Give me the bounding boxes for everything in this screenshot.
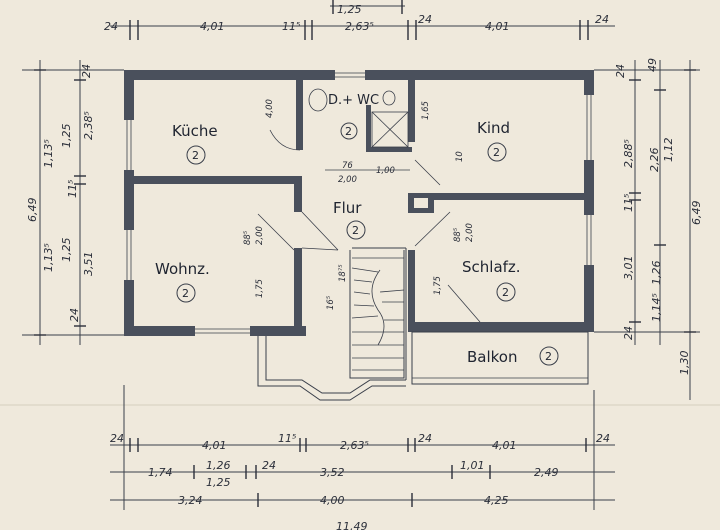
dim-int-10: 18⁷⁵ bbox=[338, 264, 348, 282]
dim-int-2: 1,65 bbox=[421, 101, 431, 120]
room-wc-name: D.+ WC bbox=[328, 93, 379, 108]
dim-top-partial: 1,25 bbox=[337, 3, 362, 16]
dim-bot2-2: 1,26 bbox=[206, 459, 231, 472]
dim-left-8: 3,51 bbox=[82, 252, 95, 277]
dim-int-4: 76 bbox=[342, 161, 353, 171]
dim-right-10: 24 bbox=[622, 326, 635, 340]
bottom-dimension-chains: 24 4,01 11⁵ 2,63⁵ 24 4,01 24 1,74 1,26 1… bbox=[110, 385, 615, 530]
dim-top-4: 2,63⁵ bbox=[345, 20, 374, 33]
dim-top-3: 11⁵ bbox=[282, 20, 300, 33]
door-swings bbox=[257, 88, 481, 323]
dim-left-4: 2,38⁵ bbox=[82, 111, 95, 140]
dim-bottom-partial: 11,49 bbox=[336, 520, 368, 530]
dim-right-4: 2,26 bbox=[648, 148, 661, 173]
dim-bot3-2: 4,00 bbox=[320, 494, 345, 507]
room-wohnz-num: 2 bbox=[182, 287, 189, 300]
dim-right-3: 2,88⁵ bbox=[622, 139, 635, 168]
dim-top-6: 4,01 bbox=[485, 20, 510, 33]
dim-bot2-4: 24 bbox=[262, 459, 276, 472]
dim-left-6: 1,13⁵ bbox=[42, 243, 55, 272]
dim-left-5: 11⁵ bbox=[66, 180, 79, 198]
dim-int-9: 1,75 bbox=[255, 279, 265, 298]
room-schlafz-name: Schlafz. bbox=[462, 258, 521, 276]
dim-left-1: 24 bbox=[80, 64, 93, 78]
dim-bot3-3: 4,25 bbox=[484, 494, 509, 507]
dim-bot1-1: 24 bbox=[110, 432, 124, 445]
dim-int-7: 88⁵ bbox=[243, 230, 253, 245]
dim-int-13: 2,00 bbox=[465, 223, 475, 242]
room-schlafz-num: 2 bbox=[502, 286, 509, 299]
dim-top-2: 4,01 bbox=[200, 20, 225, 33]
interior-dimensions: 4,00 1,65 10 76 2,00 1,00 88⁵ 2,00 1,75 … bbox=[243, 99, 475, 310]
dim-bot1-5: 24 bbox=[418, 432, 432, 445]
dim-bot1-6: 4,01 bbox=[492, 439, 517, 452]
left-dimension-chains: 6,49 24 1,13⁵ 1,25 2,38⁵ 11⁵ 1,13⁵ 1,25 … bbox=[22, 60, 124, 345]
room-flur-num: 2 bbox=[352, 224, 359, 237]
dim-int-11: 16⁵ bbox=[326, 295, 336, 310]
staircase bbox=[349, 250, 405, 379]
dim-bot3-1: 3,24 bbox=[178, 494, 203, 507]
dim-int-14: 1,75 bbox=[433, 276, 443, 295]
dim-bot1-3: 11⁵ bbox=[278, 432, 296, 445]
room-kind-num: 2 bbox=[493, 146, 500, 159]
dim-left-3: 1,25 bbox=[60, 124, 73, 149]
dim-int-6: 1,00 bbox=[376, 166, 395, 176]
dim-right-outer-2: 1,30 bbox=[678, 351, 691, 376]
dim-right-outer-1: 6,49 bbox=[690, 201, 703, 226]
dim-left-2: 1,13⁵ bbox=[42, 139, 55, 168]
room-kitchen-name: Küche bbox=[172, 122, 218, 140]
dim-int-8: 2,00 bbox=[255, 226, 265, 245]
dim-int-12: 88⁵ bbox=[453, 227, 463, 242]
room-labels: Küche 2 D.+ WC 2 Kind 2 Flur 2 Wohnz. 2 … bbox=[155, 93, 559, 366]
dim-bot2-3: 1,25 bbox=[206, 476, 231, 489]
dim-top-5: 24 bbox=[418, 13, 432, 26]
dim-right-2: 49 bbox=[646, 58, 659, 72]
dim-bot1-4: 2,63⁵ bbox=[340, 439, 369, 452]
dim-right-6: 11⁵ bbox=[622, 194, 635, 212]
inner-walls bbox=[134, 80, 584, 380]
dim-int-3: 10 bbox=[455, 151, 465, 162]
dim-left-outer: 6,49 bbox=[26, 198, 39, 223]
dim-int-5: 2,00 bbox=[338, 175, 357, 185]
dim-right-9: 1,14⁵ bbox=[650, 293, 663, 322]
room-wc-num: 2 bbox=[345, 125, 352, 138]
dim-right-1: 24 bbox=[614, 64, 627, 78]
dim-bot2-6: 1,01 bbox=[460, 459, 485, 472]
dim-bot2-1: 1,74 bbox=[148, 466, 173, 479]
outer-walls bbox=[124, 70, 594, 336]
room-balkon-num: 2 bbox=[545, 350, 552, 363]
right-dimension-chains: 24 49 2,88⁵ 2,26 1,12 11⁵ 3,01 1,26 1,14… bbox=[594, 58, 703, 400]
room-kitchen-num: 2 bbox=[192, 149, 199, 162]
room-flur-name: Flur bbox=[333, 199, 362, 217]
room-wohnz-name: Wohnz. bbox=[155, 260, 210, 278]
dim-bot1-2: 4,01 bbox=[202, 439, 227, 452]
dim-right-7: 3,01 bbox=[622, 256, 635, 281]
dim-left-7: 1,25 bbox=[60, 238, 73, 263]
room-balkon-name: Balkon bbox=[467, 348, 518, 366]
dim-left-9: 24 bbox=[68, 308, 81, 322]
bay-and-balcony bbox=[257, 331, 589, 401]
dim-int-1: 4,00 bbox=[265, 99, 275, 118]
dim-bot2-5: 3,52 bbox=[320, 466, 345, 479]
dim-top-1: 24 bbox=[104, 20, 118, 33]
dim-right-8: 1,26 bbox=[650, 261, 663, 286]
top-dimension-chain: 1,25 24 4,01 11⁵ 2,63⁵ 24 4,01 24 bbox=[104, 0, 615, 40]
room-kind-name: Kind bbox=[477, 119, 510, 137]
dim-top-7: 24 bbox=[595, 13, 609, 26]
dim-bot1-7: 24 bbox=[596, 432, 610, 445]
dim-right-5: 1,12 bbox=[662, 138, 675, 163]
dim-bot2-7: 2,49 bbox=[534, 466, 559, 479]
